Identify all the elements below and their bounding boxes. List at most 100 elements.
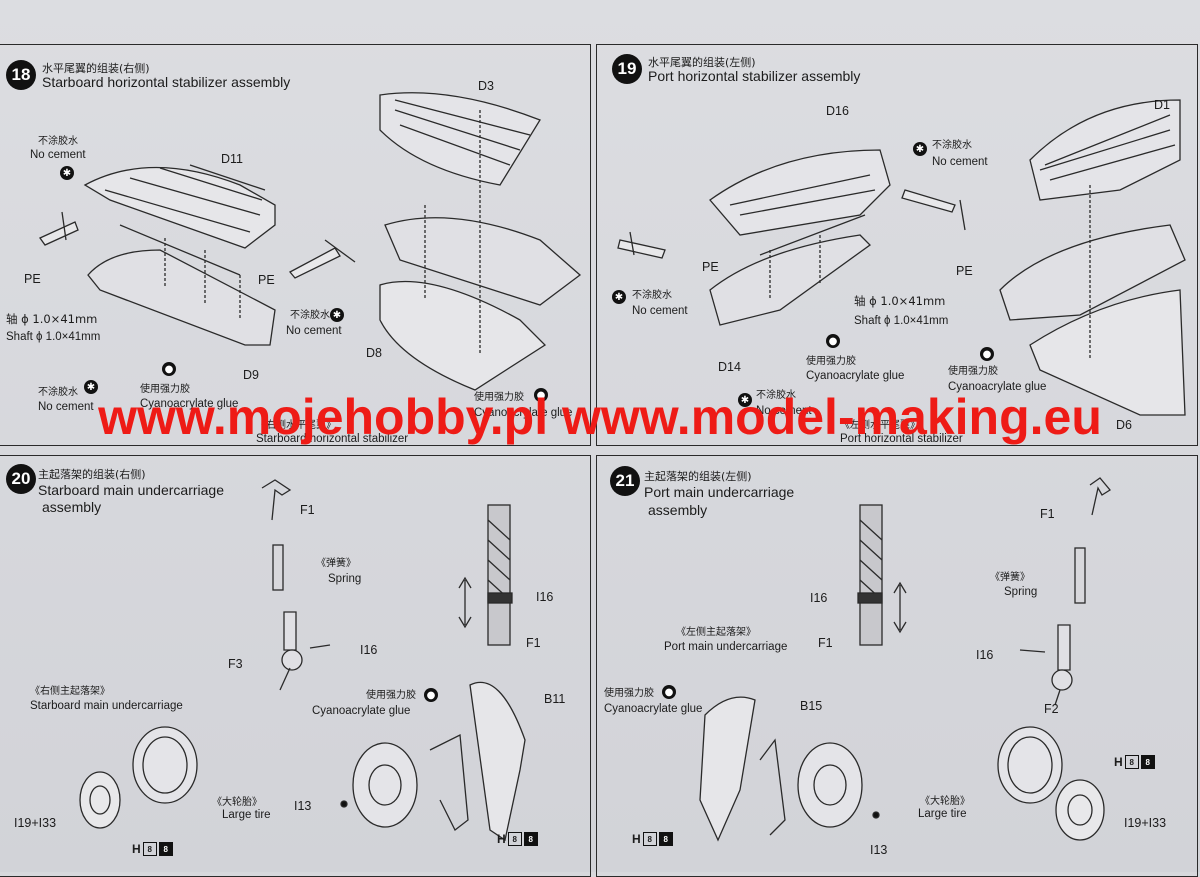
no-cement-icon: ✱ [84, 380, 98, 394]
part-label-d6: D6 [1116, 418, 1132, 432]
watermark-text: www.mojehobby.pl www.model-making.eu [98, 389, 1102, 445]
stabilizer-d6 [1029, 289, 1186, 416]
part-label-i16-20b: I16 [536, 590, 554, 604]
no-cement-cn-19a: 不涂胶水 [932, 140, 972, 151]
no-cement-en-19c: No cement [756, 405, 812, 417]
glue-cn-19: 使用强力胶 [806, 356, 856, 367]
glue2-cn-18: 使用强力胶 [474, 392, 524, 403]
no-cement-cn-18a: 不涂胶水 [38, 136, 78, 147]
badge-box: 8 [507, 832, 522, 846]
step-title-cn-20: 主起落架的组装(右侧) [38, 468, 146, 481]
part-h-badge: H 8 8 [132, 842, 173, 856]
result-cn-20: 《右侧主起落架》 [30, 686, 110, 697]
step-title-en-21b: assembly [648, 502, 708, 518]
glue-cn-20: 使用强力胶 [366, 690, 416, 701]
tire-cn-20: 《大轮胎》 [212, 797, 262, 808]
glue2-en-19: Cyanoacrylate glue [948, 381, 1047, 393]
part-label-i19-i33-21: I19+I33 [1124, 816, 1167, 830]
part-label-f1-21: F1 [1040, 507, 1055, 521]
result-en-20: Starboard main undercarriage [30, 700, 183, 712]
part-label-pe-right-19: PE [956, 264, 973, 278]
no-cement-cn-19c: 不涂胶水 [756, 390, 796, 401]
no-cement-icon: ✱ [612, 290, 626, 304]
part-label-d1: D1 [1154, 98, 1170, 112]
part-label-b15: B15 [800, 699, 823, 713]
undercarriage-leg-20 [261, 479, 331, 691]
part-label-d16: D16 [826, 104, 849, 118]
spring-cn-21: 《弹簧》 [990, 572, 1030, 583]
step-number-18: 18 [6, 60, 36, 90]
result-cn-18: 《右侧水平尾翼》 [256, 420, 336, 431]
step-number-21: 21 [610, 466, 640, 496]
step-title-en-18: Starboard horizontal stabilizer assembly [42, 74, 291, 90]
badge-box: 8 [1140, 755, 1155, 769]
part-label-d9: D9 [243, 368, 259, 382]
part-label-f1-20: F1 [300, 503, 315, 517]
part-label-i13-20: I13 [294, 799, 312, 813]
stabilizer-d3 [379, 92, 541, 186]
spring-cn-20: 《弹簧》 [316, 558, 356, 569]
panel-step-18 [0, 44, 591, 446]
no-cement-cn-19b: 不涂胶水 [632, 290, 672, 301]
step-title-cn-21: 主起落架的组装(左侧) [644, 470, 752, 483]
no-cement-en-18c: No cement [38, 401, 94, 413]
glue-icon: ● [424, 688, 438, 702]
glue-en-19: Cyanoacrylate glue [806, 370, 905, 382]
step-title-en-21a: Port main undercarriage [644, 484, 795, 500]
part-label-pe-left-18: PE [24, 272, 41, 286]
result-en-21: Port main undercarriage [664, 641, 788, 653]
step-title-en-20a: Starboard main undercarriage [38, 482, 224, 498]
pe-part-right-19 [901, 189, 966, 231]
pe-part-left-18 [39, 211, 79, 246]
no-cement-icon: ✱ [330, 308, 344, 322]
large-tire-21 [997, 726, 1105, 841]
glue-icon: ● [826, 334, 840, 348]
part-label-f1-21b: F1 [818, 636, 833, 650]
shaft-18 [119, 224, 241, 320]
stabilizer-d1 [1029, 99, 1181, 201]
stabilizer-top-d11 [83, 164, 276, 249]
part-h-badge: H 8 8 [497, 832, 538, 846]
glue-cn-18: 使用强力胶 [140, 384, 190, 395]
spring-en-20: Spring [328, 573, 362, 585]
part-label-b11: B11 [544, 692, 566, 706]
part-label-d14: D14 [718, 360, 741, 374]
result-en-18: Starboard horizontal stabilizer [256, 433, 409, 445]
no-cement-cn-18c: 不涂胶水 [38, 387, 78, 398]
shaft-en-19: Shaft ϕ 1.0×41mm [854, 315, 949, 327]
step-title-cn-19: 水平尾翼的组装(左侧) [648, 56, 756, 69]
step-number-19: 19 [612, 54, 642, 84]
no-cement-en-19b: No cement [632, 305, 688, 317]
tire-cn-21: 《大轮胎》 [920, 796, 970, 807]
undercarriage-leg-21 [1019, 477, 1111, 706]
part-label-f1-20b: F1 [526, 636, 541, 650]
tire-en-21: Large tire [918, 808, 967, 820]
part-h-badge: H 8 8 [1114, 755, 1155, 769]
part-label-i16-21b: I16 [976, 648, 994, 662]
part-label-f2: F2 [1044, 702, 1059, 716]
spring-en-21: Spring [1004, 586, 1038, 598]
no-cement-icon: ✱ [913, 142, 927, 156]
wheel-assembled-21 [699, 696, 880, 842]
stabilizer-bottom-d9 [87, 249, 276, 346]
tire-en-20: Large tire [222, 809, 271, 821]
shaft-en-18: Shaft ϕ 1.0×41mm [6, 331, 101, 343]
stabilizer-mid-19 [999, 224, 1186, 321]
oleo-strut-detail-20 [458, 504, 513, 646]
glue-icon: ● [162, 362, 176, 376]
badge-box: 8 [1124, 755, 1139, 769]
glue2-en-18: Cyanoacrylate glue [474, 407, 573, 419]
badge-box: 8 [658, 832, 673, 846]
part-label-d11: D11 [221, 152, 244, 166]
part-label-pe-left-19: PE [702, 260, 719, 274]
result-cn-19: 《左侧水平尾翼》 [840, 420, 920, 431]
shaft-cn-19: 轴 ϕ 1.0×41mm [854, 294, 946, 308]
no-cement-icon: ✱ [60, 166, 74, 180]
badge-letter: H [632, 832, 641, 846]
part-label-d3: D3 [478, 79, 494, 93]
glue-icon: ● [662, 685, 676, 699]
badge-letter: H [497, 832, 506, 846]
part-label-pe-mid-18: PE [258, 273, 275, 287]
pe-part-left-19 [617, 231, 666, 259]
